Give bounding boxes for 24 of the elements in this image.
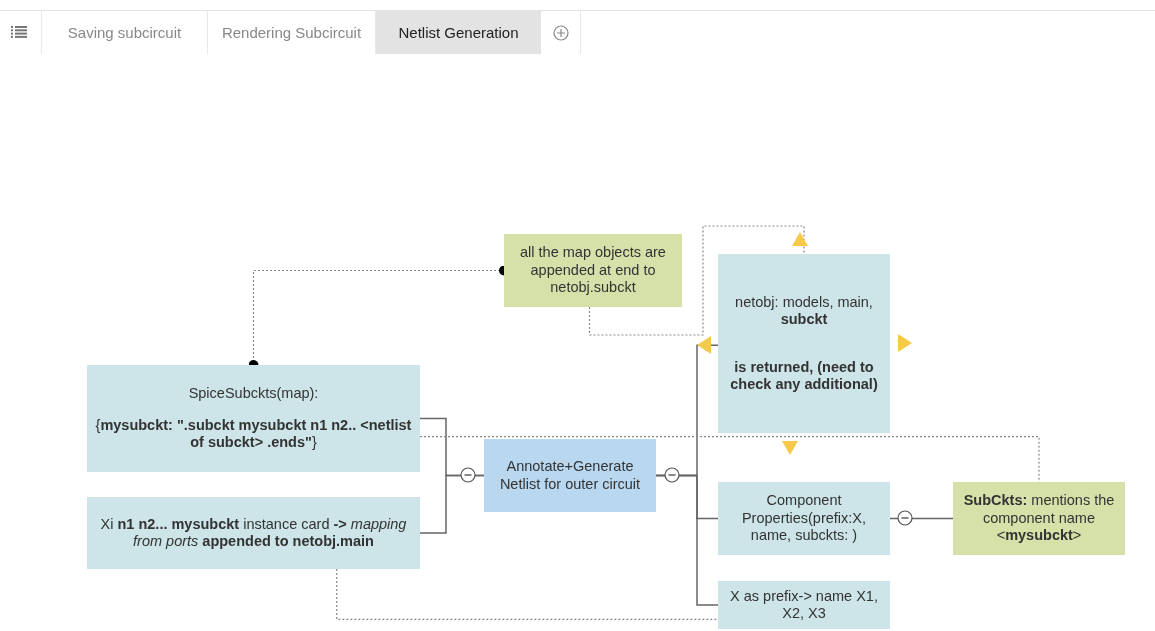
topic-text: X as prefix-> name X1, X2, X3 (729, 587, 879, 623)
topic-text: SubCkts: mentions the component name <mysubckt> (962, 492, 1116, 545)
topic-text: netobj: models, main, subckt (734, 293, 874, 329)
topic-box (87, 497, 420, 569)
topic-box (87, 365, 420, 472)
topic-box (718, 482, 890, 555)
topic-box (953, 482, 1125, 555)
dotted-connector (588, 225, 805, 336)
topic-text: all the map objects are appended at end to netobj.subckt (519, 244, 667, 297)
topic-text: is returned, (need to check any additional) (729, 358, 879, 394)
dotted-connector (336, 568, 719, 620)
topic-text: Annotate+Generate Netlist for outer circuit (498, 458, 642, 493)
topic-box (484, 439, 656, 512)
topic-box (718, 254, 890, 433)
tab: Netlist Generation (375, 11, 541, 54)
connector-line (655, 474, 719, 606)
topic-text: {mysubckt: ".subckt mysubckt n1 n2.. <netlist of subckt> .ends"} (95, 416, 412, 452)
connector-line (419, 474, 485, 534)
topic-text: SpiceSubckts(map): (188, 385, 319, 403)
topic-text: Component Properties(prefix:X, name, subckts: ) (740, 492, 868, 545)
topic-box (718, 581, 890, 629)
tab: Saving subcircuit (41, 11, 207, 54)
topic-text: Xi n1 n2... mysubckt instance card -> mapping from ports appended to netobj.main (99, 515, 408, 551)
topic-box (504, 234, 682, 307)
